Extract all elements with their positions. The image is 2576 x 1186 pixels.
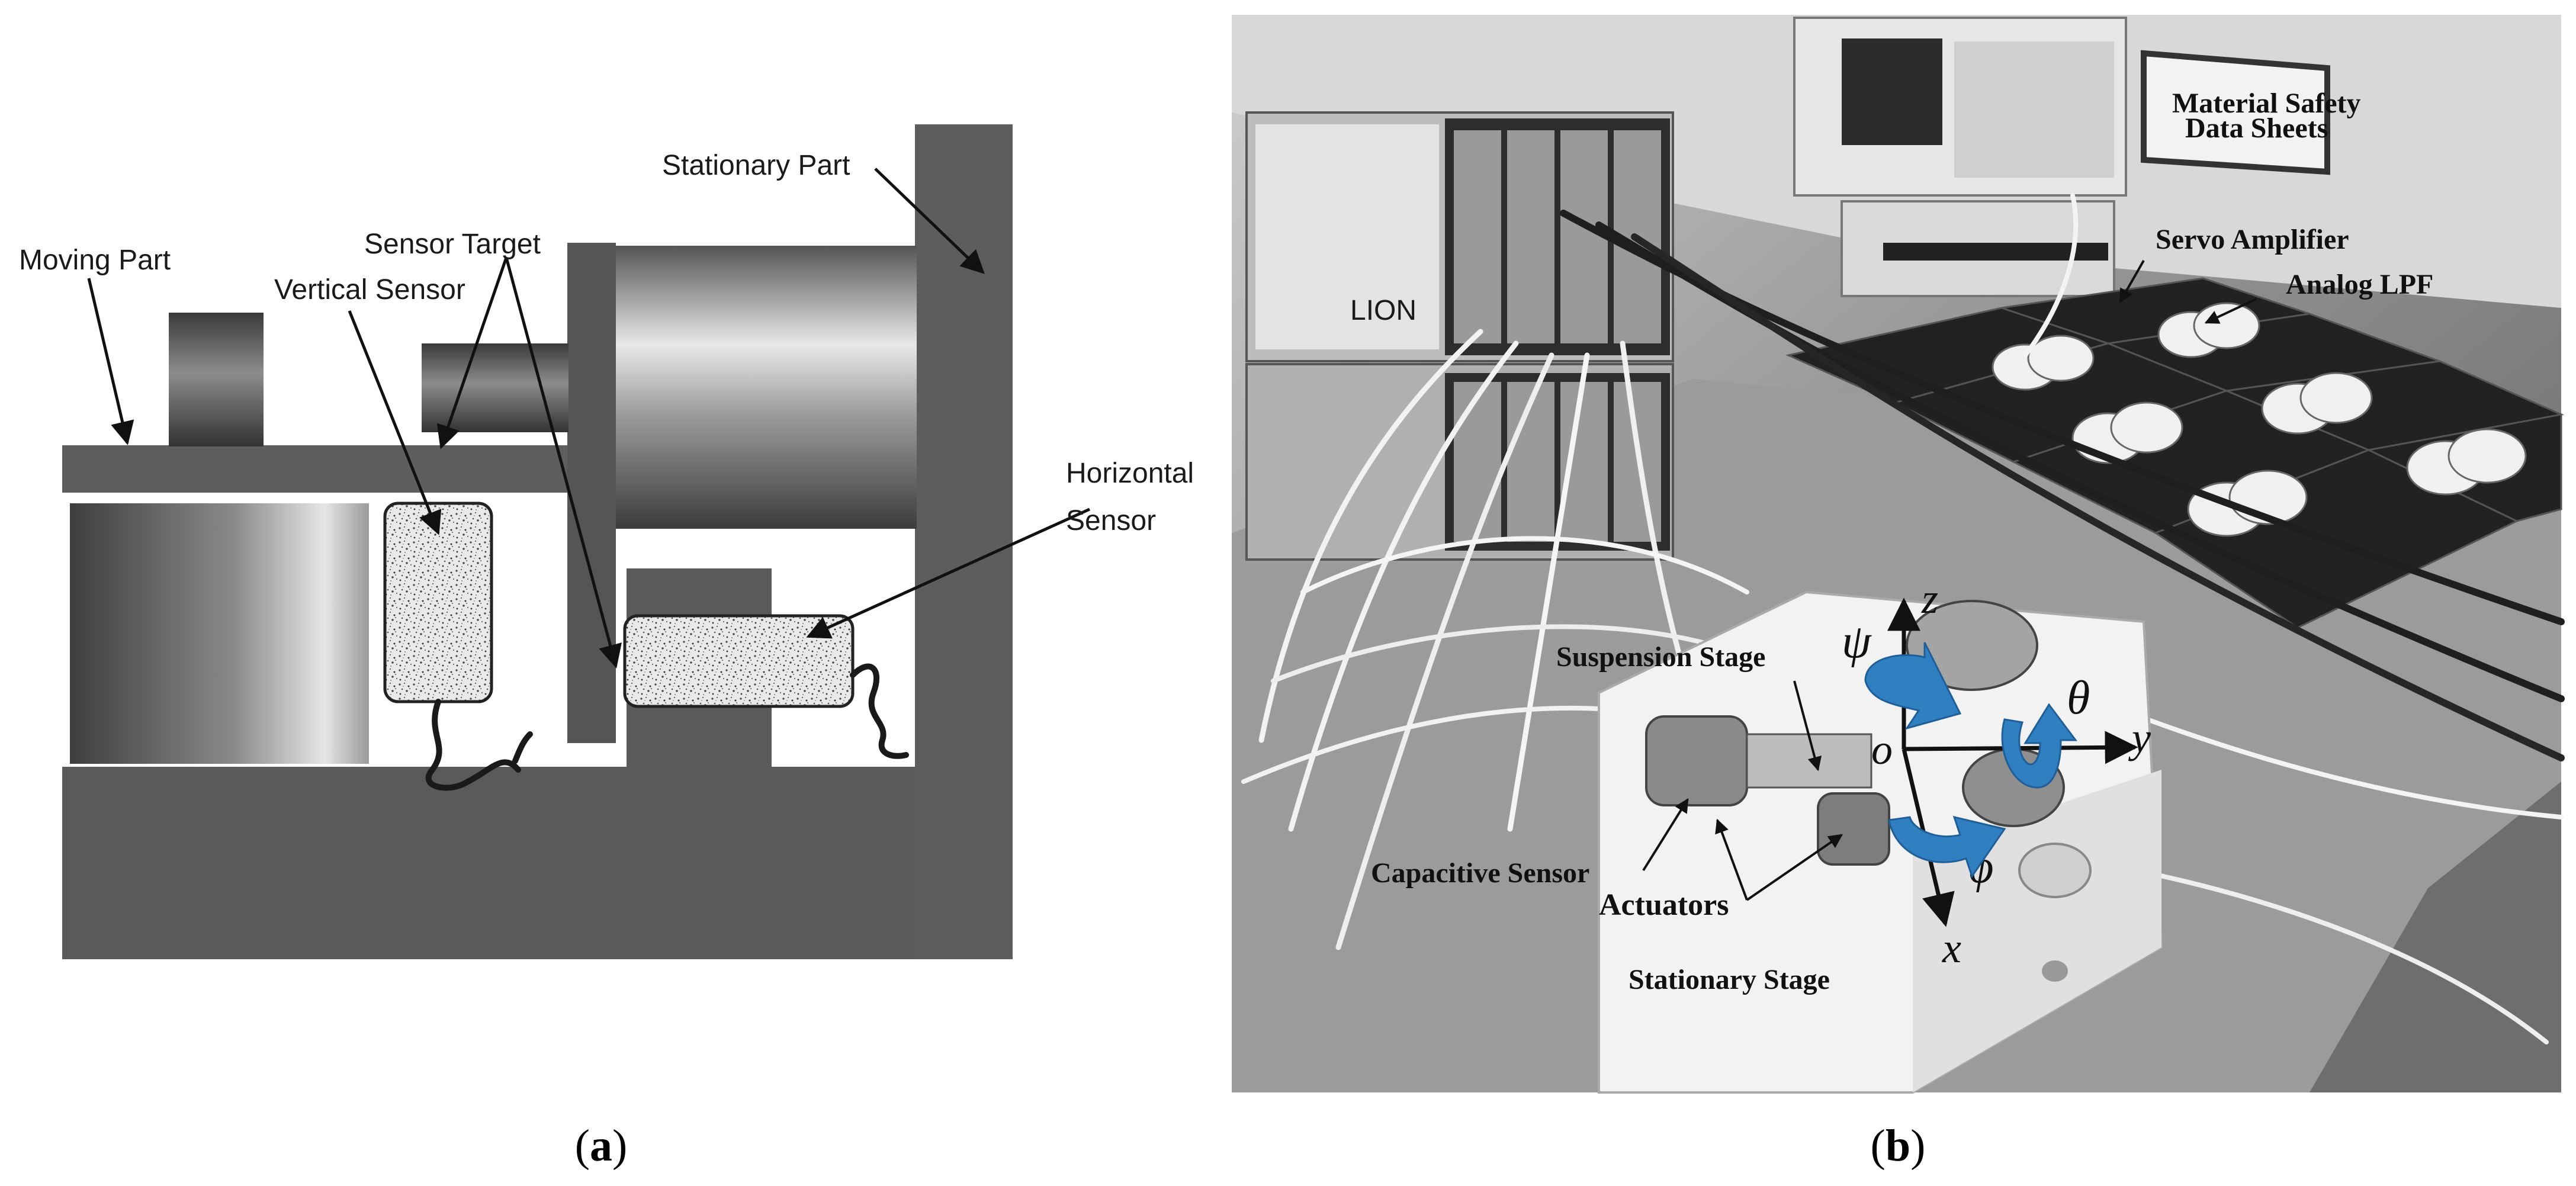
leader-actuator-2: [1746, 834, 1843, 901]
label-horizontal-line1: Horizontal: [1066, 458, 1194, 489]
vertical-sensor-wire-stub: [512, 731, 533, 764]
label-capacitive-sensor: Capacitive Sensor: [1371, 857, 1589, 889]
label-vertical-sensor: Vertical Sensor: [274, 274, 465, 306]
moving-post: [169, 313, 264, 446]
phi-rotation-icon: [1888, 815, 2006, 879]
leader-capacitive: [1642, 798, 1689, 872]
target-plate: [567, 243, 616, 743]
rotation-arrows: [1864, 642, 2077, 879]
horizontal-sensor-wire: [850, 663, 909, 759]
label-moving-part: Moving Part: [19, 245, 171, 276]
theta-rotation-icon: [2001, 703, 2077, 789]
vertical-sensor-wire: [425, 699, 521, 791]
oscilloscope: [1793, 17, 2127, 297]
label-lion: LION: [1350, 295, 1417, 326]
label-theta: θ: [2067, 672, 2090, 724]
msds-sign: Material Safety Data Sheets: [2141, 50, 2361, 175]
leader-actuator-1: [1715, 818, 1748, 901]
leader-target-2: [505, 257, 622, 668]
label-servo-amplifier: Servo Amplifier: [2156, 224, 2349, 255]
coordinate-axes: z y x o ψ θ ϕ: [1842, 575, 2151, 972]
leader-lpf: [2204, 298, 2257, 324]
lion-rack: LION: [1245, 111, 1674, 561]
panel-b: LION Material Safety Data Sheets: [1232, 15, 2565, 1171]
vertical-sensor: [383, 502, 493, 703]
label-analog-lpf: Analog LPF: [2286, 269, 2433, 300]
label-horizontal-line2: Sensor: [1066, 505, 1156, 536]
leader-suspension: [1793, 680, 1822, 772]
psi-rotation-icon: [1864, 642, 1962, 730]
left-block: [70, 503, 369, 764]
leader-target-1: [436, 257, 508, 449]
label-suspension-stage: Suspension Stage: [1556, 641, 1765, 673]
leader-servo: [2119, 260, 2145, 304]
axis-label-x: x: [1942, 924, 1961, 972]
stationary-wall: [915, 124, 1013, 959]
leader-moving: [87, 278, 134, 445]
label-psi: ψ: [1842, 616, 1872, 668]
label-stationary-part: Stationary Part: [662, 150, 850, 181]
panel-a: Stationary Part Moving Part Sensor Targe…: [19, 124, 1194, 1171]
caption-b: (b): [1871, 1121, 1926, 1171]
label-msds-2: Data Sheets: [2185, 113, 2328, 144]
leader-vertical-sensor: [348, 310, 442, 535]
axis-label-z: z: [1921, 575, 1938, 622]
axis-label-y: y: [2128, 714, 2151, 761]
leader-horizontal-sensor: [806, 507, 1091, 639]
label-sensor-target: Sensor Target: [364, 229, 541, 260]
caption-a: (a): [575, 1121, 628, 1171]
label-stationary-stage: Stationary Stage: [1629, 964, 1830, 995]
label-actuators: Actuators: [1599, 888, 1729, 922]
large-cylinder: [616, 246, 917, 529]
label-msds-1: Material Safety: [2172, 88, 2361, 119]
axis-label-origin: o: [1871, 726, 1893, 773]
rod: [422, 343, 568, 432]
leader-stationary: [874, 168, 985, 274]
horizontal-sensor: [623, 614, 855, 708]
